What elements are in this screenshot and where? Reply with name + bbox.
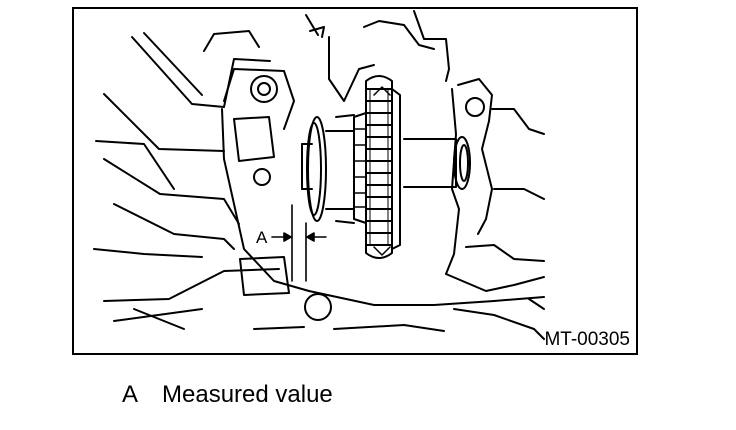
legend-key: A (122, 381, 139, 408)
figure-code: MT-00305 (544, 329, 630, 350)
legend: A Measured value (122, 383, 333, 407)
shaft (403, 136, 471, 190)
legend-description: Measured value (162, 381, 333, 408)
clearance-dimension (271, 204, 327, 282)
housing-casting (93, 10, 545, 322)
callout-a-label: A (256, 228, 268, 247)
housing-holes (250, 75, 485, 321)
transmission-gear-diagram: A MT-00305 (72, 7, 638, 355)
gear-clearance-drawing: A (93, 10, 545, 340)
thrust-collar (301, 114, 355, 224)
housing-right (133, 78, 545, 340)
driven-gear (353, 75, 401, 259)
